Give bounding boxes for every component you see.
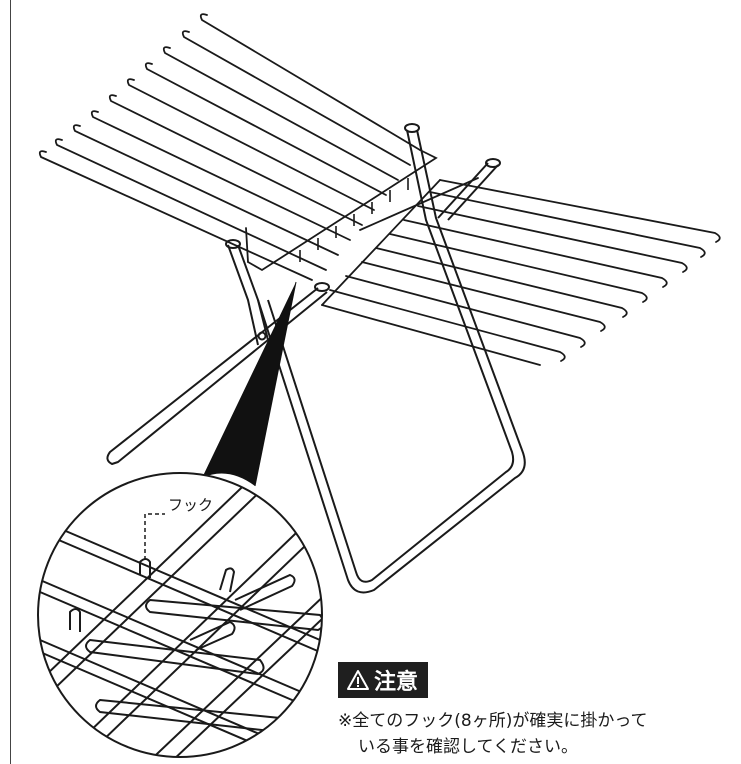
- caution-note-line1: ※全てのフック(8ヶ所)が確実に掛かって: [338, 711, 648, 731]
- rack-stand: [106, 123, 526, 594]
- caution-title: 注意: [374, 670, 419, 695]
- hook-leader-line: [144, 513, 165, 560]
- left-wing-rails: [38, 13, 438, 281]
- hook-label: フック: [168, 496, 214, 514]
- hook-marks: [299, 178, 409, 262]
- left-border-line: [10, 0, 11, 764]
- caution-note: ※全てのフック(8ヶ所)が確実に掛かって いる事を確認してください。: [338, 708, 733, 760]
- right-wing-rails: [321, 177, 721, 366]
- caution-badge: 注意: [338, 662, 429, 698]
- warning-triangle-icon: [347, 670, 369, 690]
- caution-note-line2: いる事を確認してください。: [358, 737, 578, 757]
- magnifier-pointer: [202, 282, 296, 486]
